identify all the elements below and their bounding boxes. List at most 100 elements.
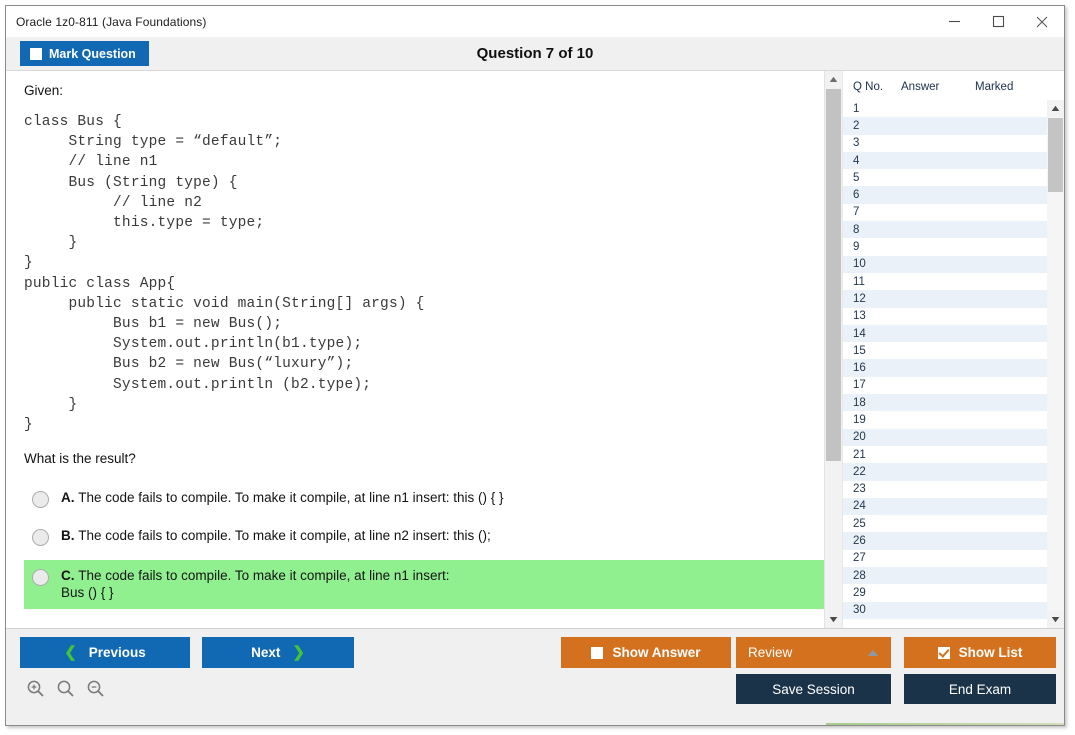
review-dropdown[interactable]: Review <box>736 637 891 668</box>
question-list-row[interactable]: 22 <box>843 463 1047 481</box>
review-label: Review <box>748 645 793 660</box>
exam-application-window: Oracle 1z0-811 (Java Foundations) Mark Q… <box>5 5 1065 726</box>
zoom-out-icon[interactable] <box>86 679 105 703</box>
cell-qno: 15 <box>853 344 866 357</box>
question-list-row[interactable]: 24 <box>843 497 1047 516</box>
save-session-button[interactable]: Save Session <box>736 674 891 704</box>
option-radio-b[interactable] <box>32 529 49 547</box>
question-list-row[interactable]: 28 <box>843 567 1047 585</box>
question-list-row[interactable]: 14 <box>843 324 1047 343</box>
question-list-row[interactable]: 10 <box>843 255 1047 273</box>
cell-qno: 29 <box>853 586 866 599</box>
question-list-row[interactable]: 21 <box>843 446 1047 463</box>
option-radio-a[interactable] <box>32 491 49 509</box>
zoom-in-icon[interactable] <box>26 679 45 703</box>
cell-qno: 23 <box>853 483 866 496</box>
cell-qno: 6 <box>853 189 860 202</box>
question-list-row[interactable]: 19 <box>843 411 1047 428</box>
next-label: Next <box>251 645 281 660</box>
minimize-icon[interactable] <box>932 6 976 37</box>
question-list-row[interactable]: 26 <box>843 532 1047 550</box>
question-list-row[interactable]: 25 <box>843 515 1047 532</box>
question-list-scrollbar[interactable] <box>1047 100 1064 628</box>
content-scrollbar[interactable] <box>824 71 842 628</box>
list-scroll-up-icon[interactable] <box>1047 100 1064 117</box>
option-text: B. The code fails to compile. To make it… <box>61 528 491 544</box>
cell-qno: 13 <box>853 310 866 323</box>
cell-qno: 27 <box>853 552 866 565</box>
list-scrollbar-thumb[interactable] <box>1048 118 1063 192</box>
cell-qno: 4 <box>853 154 860 167</box>
question-list-row[interactable]: 5 <box>843 169 1047 186</box>
question-list-row[interactable]: 12 <box>843 290 1047 308</box>
cell-qno: 20 <box>853 431 866 444</box>
list-scroll-down-icon[interactable] <box>1047 611 1064 628</box>
previous-label: Previous <box>88 645 146 660</box>
footer-toolbar: ❮ Previous Next ❯ Show Answer Review Sho… <box>6 628 1064 725</box>
column-header-marked: Marked <box>975 81 1014 93</box>
answer-option-a[interactable]: A. The code fails to compile. To make it… <box>24 484 842 513</box>
question-list-row[interactable]: 16 <box>843 359 1047 377</box>
save-session-label: Save Session <box>772 681 855 697</box>
question-counter: Question 7 of 10 <box>476 45 594 62</box>
question-list-row[interactable]: 11 <box>843 273 1047 290</box>
question-list-row[interactable]: 4 <box>843 151 1047 170</box>
question-list-row[interactable]: 23 <box>843 481 1047 498</box>
question-list-row[interactable]: 27 <box>843 550 1047 567</box>
cell-qno: 11 <box>853 275 865 288</box>
question-list-row[interactable]: 15 <box>843 342 1047 359</box>
question-prompt: What is the result? <box>24 451 136 467</box>
cell-qno: 9 <box>853 241 860 254</box>
question-list-row[interactable]: 30 <box>843 601 1047 619</box>
question-list-row[interactable]: 6 <box>843 186 1047 204</box>
cell-qno: 17 <box>853 379 866 392</box>
content-scrollbar-thumb[interactable] <box>826 89 841 461</box>
zoom-reset-icon[interactable] <box>56 679 75 703</box>
maximize-icon[interactable] <box>976 6 1020 37</box>
cell-qno: 16 <box>853 362 866 375</box>
end-exam-label: End Exam <box>948 681 1012 697</box>
option-text: A. The code fails to compile. To make it… <box>61 490 504 506</box>
question-list-row[interactable]: 3 <box>843 135 1047 152</box>
show-list-checkbox-icon[interactable] <box>937 646 950 659</box>
mark-question-checkbox-icon[interactable] <box>30 47 42 60</box>
previous-button[interactable]: ❮ Previous <box>20 637 190 668</box>
question-list-row[interactable]: 2 <box>843 117 1047 135</box>
option-radio-c[interactable] <box>32 569 49 587</box>
question-list-row[interactable]: 7 <box>843 204 1047 221</box>
cell-qno: 2 <box>853 119 860 132</box>
window-title: Oracle 1z0-811 (Java Foundations) <box>16 14 207 29</box>
answer-option-c[interactable]: C. The code fails to compile. To make it… <box>24 560 842 610</box>
question-list-row[interactable]: 9 <box>843 238 1047 255</box>
option-letter: C. <box>61 568 79 584</box>
cell-qno: 25 <box>853 517 866 530</box>
cell-qno: 18 <box>853 396 866 409</box>
question-list-row[interactable]: 1 <box>843 100 1047 117</box>
cell-qno: 28 <box>853 569 866 582</box>
end-exam-button[interactable]: End Exam <box>904 674 1056 704</box>
mark-question-button[interactable]: Mark Question <box>20 41 149 66</box>
question-list-row[interactable]: 18 <box>843 394 1047 412</box>
option-letter: B. <box>61 528 79 544</box>
scroll-down-icon[interactable] <box>825 611 842 628</box>
scroll-up-icon[interactable] <box>825 71 842 88</box>
question-list-header: Q No. Answer Marked <box>843 71 1064 100</box>
show-list-button[interactable]: Show List <box>904 637 1056 668</box>
cell-qno: 5 <box>853 171 860 184</box>
question-list-row[interactable]: 29 <box>843 584 1047 601</box>
question-list-row[interactable]: 20 <box>843 428 1047 446</box>
cell-qno: 14 <box>853 327 866 340</box>
show-answer-checkbox-icon[interactable] <box>591 646 604 659</box>
next-button[interactable]: Next ❯ <box>202 637 354 668</box>
answer-options-list: A. The code fails to compile. To make it… <box>24 484 842 610</box>
cell-qno: 1 <box>853 102 860 115</box>
question-list-row[interactable]: 17 <box>843 377 1047 394</box>
close-icon[interactable] <box>1020 6 1064 37</box>
question-list-row[interactable]: 8 <box>843 221 1047 239</box>
cell-qno: 7 <box>853 206 860 219</box>
question-content-pane: Given: class Bus { String type = “defaul… <box>6 71 842 628</box>
question-list-row[interactable]: 13 <box>843 308 1047 325</box>
show-answer-button[interactable]: Show Answer <box>561 637 731 668</box>
answer-option-b[interactable]: B. The code fails to compile. To make it… <box>24 522 842 551</box>
